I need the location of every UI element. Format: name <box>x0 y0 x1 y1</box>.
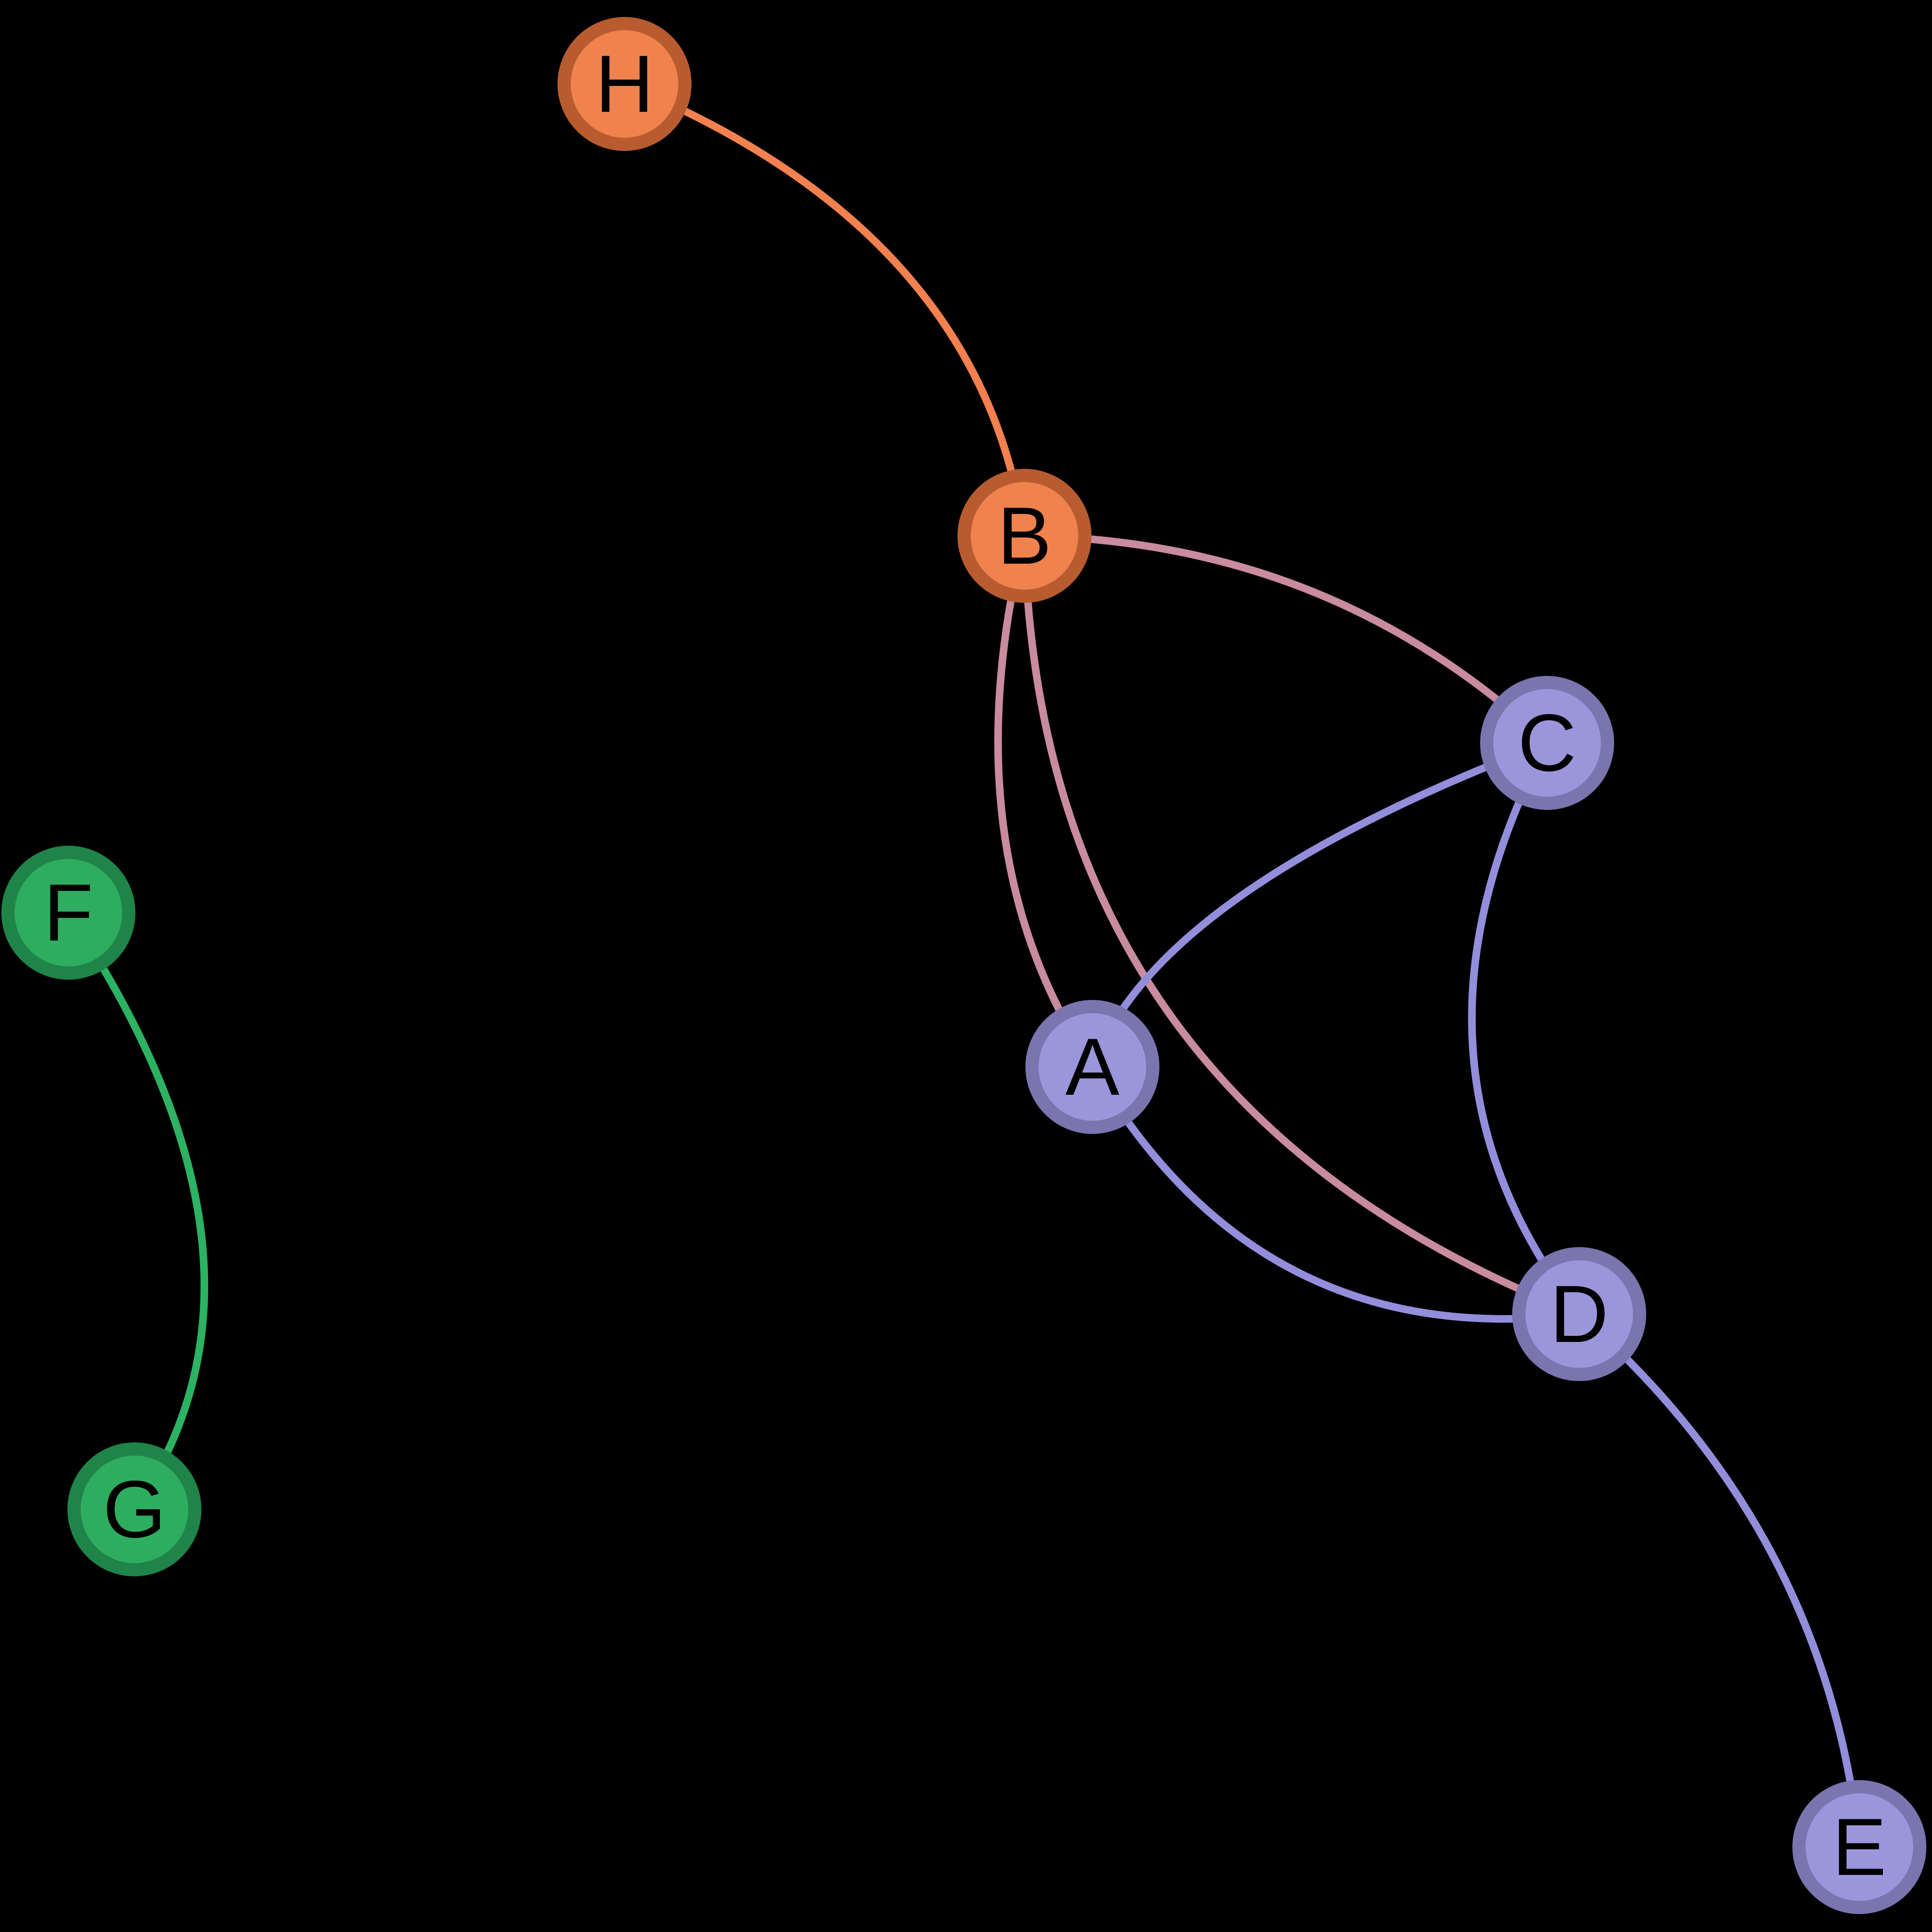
node-G-label: G <box>103 1464 166 1555</box>
edge-D-E[interactable] <box>1575 1310 1863 1851</box>
node-F: F <box>1 846 135 980</box>
node-F-label: F <box>43 867 93 958</box>
nodes-layer: A B C D E F G H <box>1 17 1926 1914</box>
node-G: G <box>67 1442 201 1576</box>
edge-B-D[interactable] <box>1021 532 1583 1318</box>
node-A-label: A <box>1066 1022 1120 1112</box>
node-H-label: H <box>595 39 654 129</box>
edge-F-G[interactable] <box>65 909 208 1513</box>
node-A-circle[interactable] <box>1025 1000 1159 1134</box>
node-D: D <box>1512 1247 1646 1381</box>
node-H-circle[interactable] <box>558 17 691 151</box>
edge-A-D[interactable] <box>1089 1063 1583 1323</box>
edges-layer <box>65 80 1863 1851</box>
node-B-label: B <box>998 491 1052 581</box>
node-D-label: D <box>1550 1269 1608 1359</box>
node-E-label: E <box>1832 1802 1887 1892</box>
node-E-circle[interactable] <box>1792 1780 1926 1914</box>
node-D-circle[interactable] <box>1512 1247 1646 1381</box>
node-B: B <box>958 469 1091 603</box>
node-C-label: C <box>1518 698 1576 788</box>
node-A: A <box>1025 1000 1159 1134</box>
node-C: C <box>1480 676 1614 810</box>
node-F-circle[interactable] <box>1 846 135 980</box>
edge-H-B[interactable] <box>621 80 1028 540</box>
node-G-circle[interactable] <box>67 1442 201 1576</box>
node-C-circle[interactable] <box>1480 676 1614 810</box>
node-E: E <box>1792 1780 1926 1914</box>
edge-C-D[interactable] <box>1468 739 1583 1318</box>
edge-C-A[interactable] <box>1089 739 1551 1071</box>
node-H: H <box>558 17 691 151</box>
node-B-circle[interactable] <box>958 469 1091 603</box>
edge-B-C[interactable] <box>1021 532 1551 747</box>
edge-B-A[interactable] <box>994 532 1096 1071</box>
